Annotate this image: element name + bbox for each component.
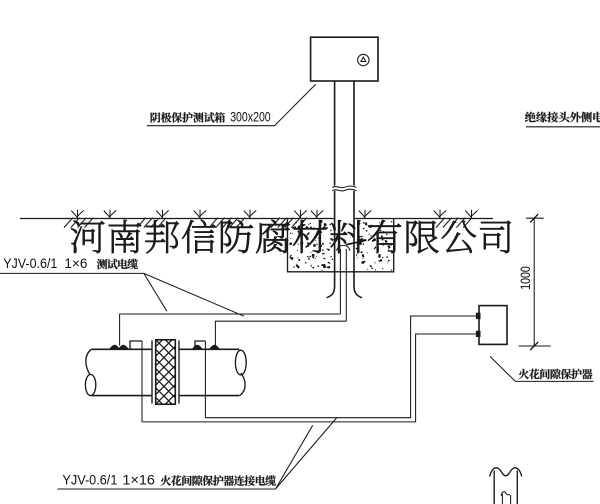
svg-text:YJV-0.6/1: YJV-0.6/1	[62, 473, 117, 488]
svg-text:300x200: 300x200	[230, 109, 271, 124]
svg-text:1000: 1000	[518, 266, 533, 290]
svg-text:YJV-0.6/1: YJV-0.6/1	[3, 256, 57, 271]
svg-text:1×6: 1×6	[64, 256, 87, 271]
svg-text:1×16: 1×16	[122, 473, 155, 488]
